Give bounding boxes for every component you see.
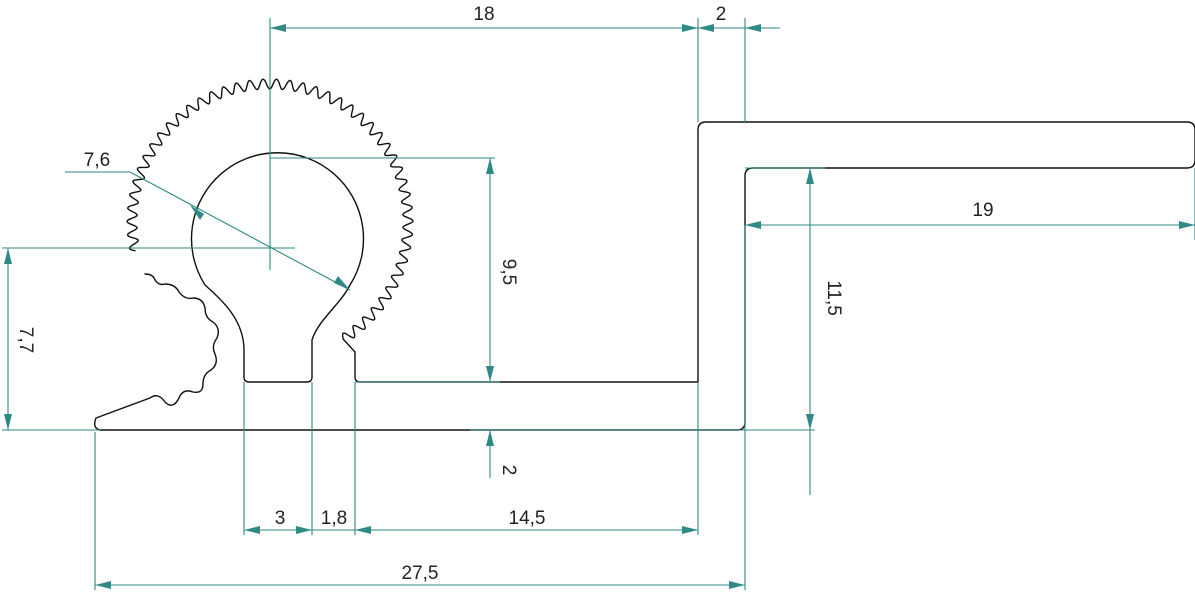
dim-neck-width: 3	[275, 508, 286, 529]
dim-gap-width: 1,8	[321, 508, 347, 529]
dim-base-run: 14,5	[509, 508, 546, 529]
dim-top-thickness: 2	[716, 4, 727, 25]
dim-overall-length: 27,5	[402, 563, 439, 584]
dim-base-thickness: 2	[498, 465, 519, 476]
dim-bulb-diameter: 7,6	[84, 150, 110, 171]
dim-flange-length: 19	[972, 200, 993, 221]
bulb-cavity	[190, 152, 365, 383]
dim-step-height: 11,5	[823, 280, 844, 316]
dim-top-width: 18	[473, 4, 494, 25]
profile-outline	[93, 78, 1195, 431]
bulb-serrated-edge	[126, 78, 414, 353]
profile-tip	[93, 397, 151, 431]
dimension-lines	[2, 18, 1195, 590]
dim-bulb-height: 9,5	[498, 259, 519, 285]
lower-fin	[144, 273, 220, 406]
dimension-labels: 18 2 19 11,5 7,7 9,5 2 7,6 3 1,8 14,5 27…	[15, 4, 994, 584]
profile-body	[99, 121, 1195, 431]
dim-overall-height: 7,7	[15, 327, 36, 353]
